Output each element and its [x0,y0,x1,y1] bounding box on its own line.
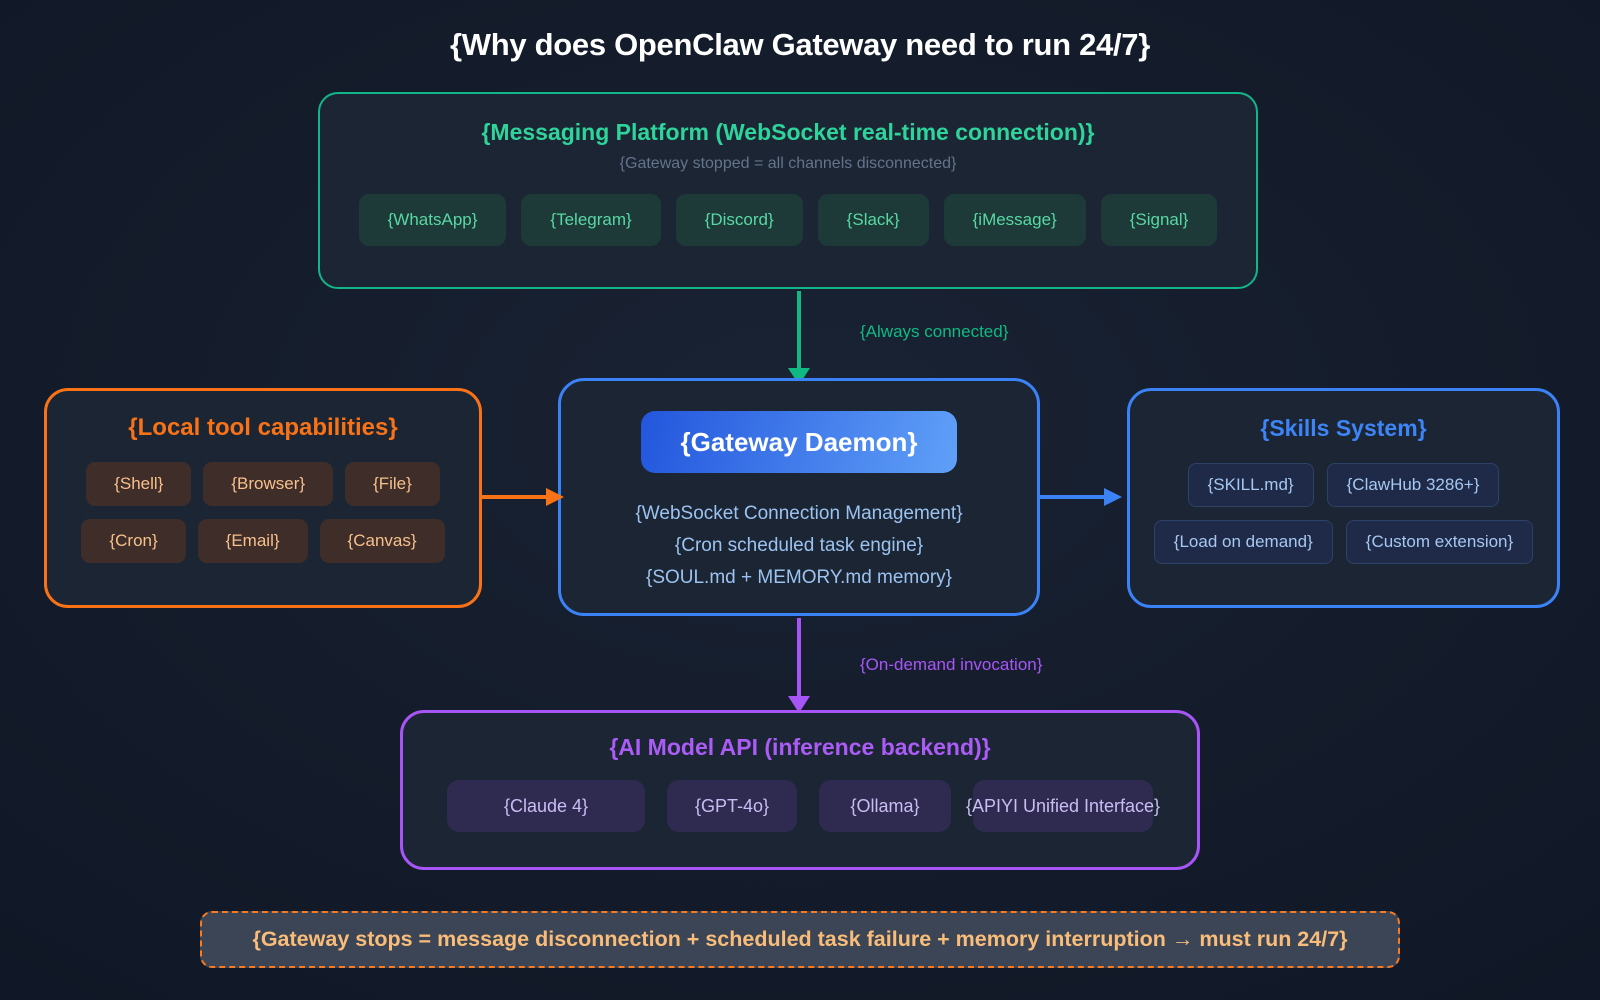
arrow-gateway-to-skills [1040,495,1106,499]
messaging-platform-box: {Messaging Platform (WebSocket real-time… [318,92,1258,289]
arrow-gateway-to-ai [797,618,801,698]
chip-claude-4: {Claude 4} [447,780,645,832]
footer-warning-text: {Gateway stops = message disconnection +… [252,927,1348,951]
page-title: {Why does OpenClaw Gateway need to run 2… [450,27,1150,62]
arrow-head-icon [1104,488,1122,506]
skills-system-box: {Skills System} {SKILL.md} {ClawHub 3286… [1127,388,1560,608]
skills-title: {Skills System} [1260,415,1427,441]
local-tools-chip-row-1: {Shell} {Browser} {File} [47,462,479,506]
chip-email: {Email} [197,519,308,563]
chip-file: {File} [345,462,440,506]
ai-api-chip-row: {Claude 4} {GPT-4o} {Ollama} {APIYI Unif… [403,780,1197,832]
chip-whatsapp: {WhatsApp} [358,194,507,246]
chip-load-on-demand: {Load on demand} [1153,520,1333,564]
messaging-chip-row: {WhatsApp} {Telegram} {Discord} {Slack} … [320,194,1256,246]
gateway-feature-list: {WebSocket Connection Management} {Cron … [561,498,1037,594]
local-tools-chip-row-2: {Cron} {Email} {Canvas} [47,519,479,563]
arrow-head-icon [788,696,810,713]
chip-imessage: {iMessage} [943,194,1086,246]
chip-browser: {Browser} [203,462,334,506]
messaging-subtitle: {Gateway stopped = all channels disconne… [619,155,957,172]
chip-signal: {Signal} [1100,194,1218,246]
local-tools-box: {Local tool capabilities} {Shell} {Brows… [44,388,482,608]
footer-warning-box: {Gateway stops = message disconnection +… [200,911,1400,968]
ai-model-api-box: {AI Model API (inference backend)} {Clau… [400,710,1200,870]
chip-telegram: {Telegram} [521,194,661,246]
chip-clawhub: {ClawHub 3286+} [1326,463,1500,507]
gateway-feature-line: {Cron scheduled task engine} [674,535,924,556]
chip-slack: {Slack} [817,194,929,246]
label-on-demand-invocation: {On-demand invocation} [860,655,1043,674]
chip-shell: {Shell} [86,462,192,506]
arrow-head-icon [546,488,564,506]
arrow-messaging-to-gateway [797,291,801,369]
chip-custom-extension: {Custom extension} [1345,520,1534,564]
gateway-feature-line: {SOUL.md + MEMORY.md memory} [645,567,953,588]
skills-chip-row-1: {SKILL.md} {ClawHub 3286+} [1130,463,1557,507]
chip-skill-md: {SKILL.md} [1187,463,1314,507]
gateway-feature-line: {WebSocket Connection Management} [635,503,963,524]
chip-canvas: {Canvas} [319,519,445,563]
skills-chip-row-2: {Load on demand} {Custom extension} [1130,520,1557,564]
chip-cron: {Cron} [81,519,186,563]
gateway-daemon-pill: {Gateway Daemon} [641,411,957,473]
chip-ollama: {Ollama} [819,780,951,832]
arrow-tools-to-gateway [482,495,548,499]
gateway-daemon-box: {Gateway Daemon} {WebSocket Connection M… [558,378,1040,616]
chip-apiyi-unified-interface: {APIYI Unified Interface} [966,780,1160,832]
chip-gpt-4o: {GPT-4o} [667,780,797,832]
ai-api-title: {AI Model API (inference backend)} [609,734,991,760]
messaging-title: {Messaging Platform (WebSocket real-time… [481,119,1095,145]
label-always-connected: {Always connected} [860,322,1009,341]
chip-discord: {Discord} [675,194,803,246]
local-tools-title: {Local tool capabilities} [128,414,398,441]
